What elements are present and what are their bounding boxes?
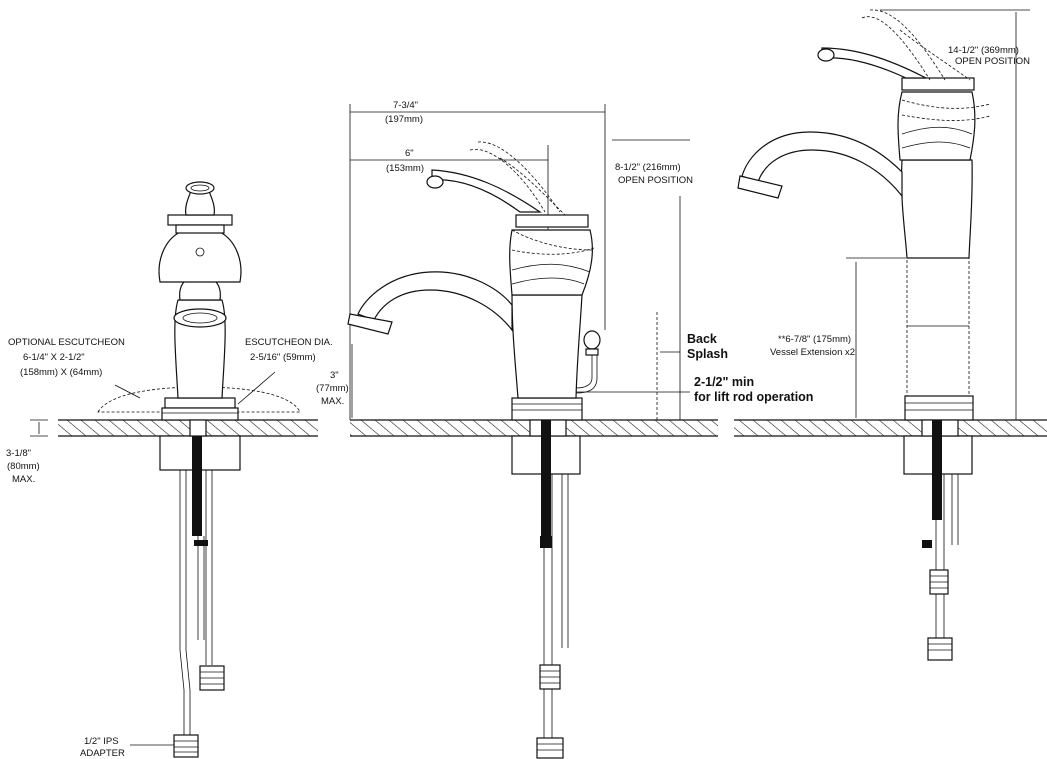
label-escutcheon-dia-size: 2-5/16" (59mm) [250,352,316,363]
faucet-front-view [30,181,301,758]
label-ips-adapter-2: ADAPTER [80,748,125,759]
countertop-vessel [734,419,1047,437]
label-back-splash-1: Back [687,332,717,346]
label-reach-spout-mm: (153mm) [386,163,424,174]
label-open-position-side: OPEN POSITION [618,175,693,186]
label-deck-thickness-mm: (80mm) [7,461,40,472]
label-reach-total: 7-3/4" [393,100,418,111]
label-reach-spout: 6" [405,148,414,159]
label-optional-escutcheon-mm: (158mm) X (64mm) [20,367,102,378]
label-lift-rod-2: for lift rod operation [694,390,813,404]
label-vessel-extension-2: Vessel Extension x2 [770,347,855,358]
faucet-side-view [347,104,690,759]
label-ips-adapter-1: 1/2" IPS [84,736,119,747]
label-open-height-side: 8-1/2" (216mm) [615,162,681,173]
label-spout-height-max: MAX. [321,396,344,407]
label-escutcheon-dia: ESCUTCHEON DIA. [245,337,333,348]
faucet-vessel-view [737,9,1030,661]
label-deck-thickness-max: MAX. [12,474,35,485]
label-optional-escutcheon: OPTIONAL ESCUTCHEON [8,337,125,348]
label-deck-thickness: 3-1/8" [6,448,31,459]
label-spout-height: 3" [330,370,339,381]
countertop-front [58,419,318,437]
labels: OPTIONAL ESCUTCHEON 6-1/4" X 2-1/2" (158… [6,45,1030,759]
label-vessel-extension: **6-7/8" (175mm) [778,334,851,345]
label-vessel-open-position: OPEN POSITION [955,56,1030,67]
label-lift-rod-1: 2-1/2" min [694,375,754,389]
label-vessel-open-height: 14-1/2" (369mm) [948,45,1019,56]
label-spout-height-mm: (77mm) [316,383,349,394]
optional-escutcheon-outline [97,386,301,413]
label-reach-total-mm: (197mm) [385,114,423,125]
label-back-splash-2: Splash [687,347,728,361]
label-optional-escutcheon-size: 6-1/4" X 2-1/2" [23,352,85,363]
